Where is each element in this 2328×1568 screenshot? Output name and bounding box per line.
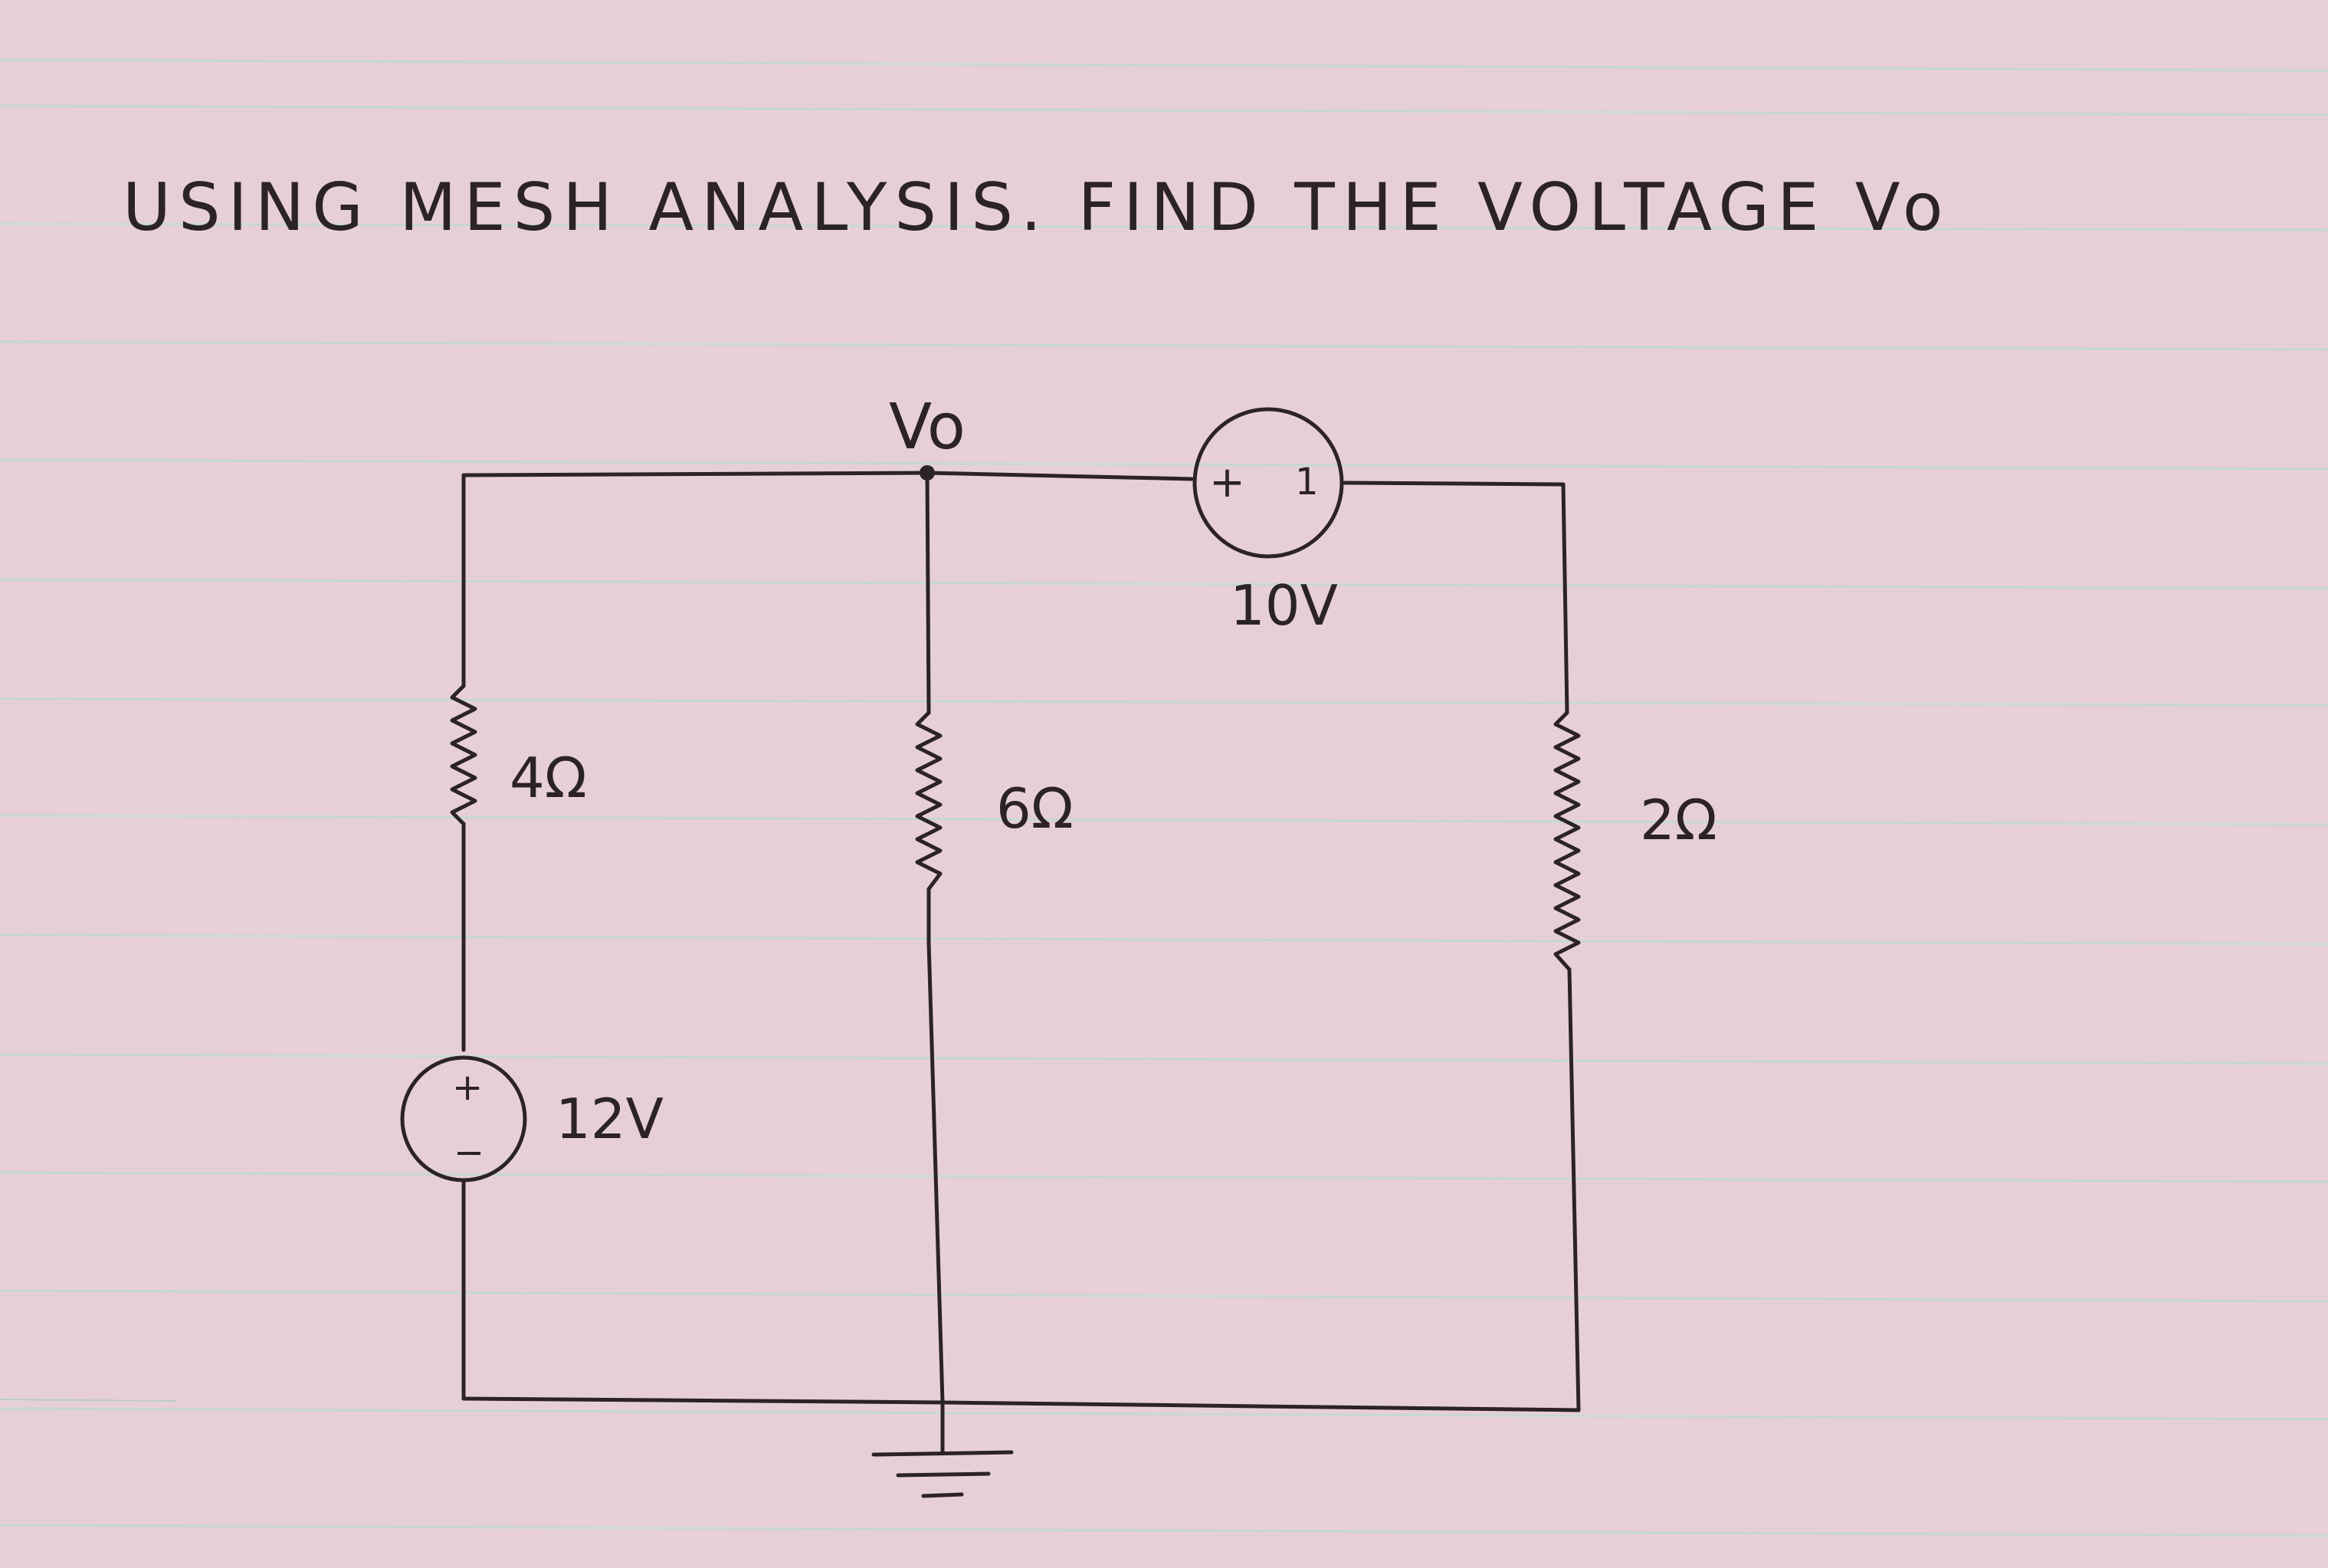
source-12v-minus: − (454, 1131, 484, 1174)
wire-top-left (461, 471, 930, 477)
question-text: USING MESH ANALYSIS. FIND THE VOLTAGE Vo (123, 169, 1951, 246)
wire-bottom (461, 1396, 1581, 1412)
source-12v-plus: + (452, 1066, 483, 1109)
source-10v-plus: + (1209, 458, 1245, 507)
ruled-lines (0, 58, 2328, 1537)
source-10v-minus: 1 (1295, 461, 1319, 504)
resistor-6-ohm-icon (915, 710, 943, 945)
resistor-2-ohm-label: 2Ω (1640, 788, 1717, 852)
source-12v-label: 12V (556, 1087, 664, 1151)
wire-top-right (1343, 481, 1566, 487)
resistor-4-ohm-label: 4Ω (510, 746, 587, 810)
wire-top-middle (925, 471, 1194, 481)
ground-icon (871, 1400, 1014, 1498)
wire-right-lower (1567, 967, 1581, 1412)
wire-middle-lower (926, 940, 945, 1405)
resistor-2-ohm-icon (1553, 710, 1581, 972)
wire-middle-upper (925, 471, 931, 715)
node-vo-label: Vo (889, 391, 966, 464)
wire-right-upper (1561, 482, 1569, 715)
voltage-source-10v-icon (1192, 407, 1344, 559)
source-10v-label: 10V (1230, 573, 1338, 638)
resistor-6-ohm-label: 6Ω (996, 776, 1074, 841)
resistor-4-ohm-icon (450, 684, 477, 826)
